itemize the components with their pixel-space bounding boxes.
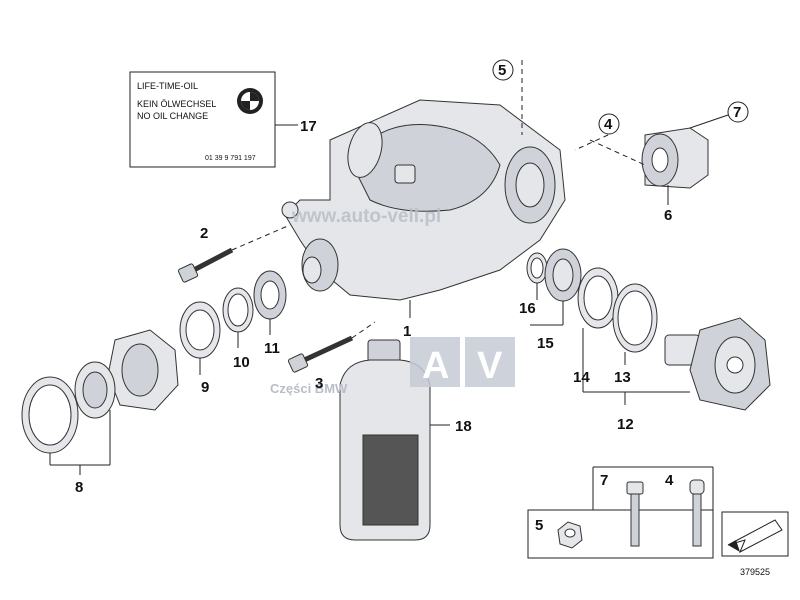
callout-2-top: 2: [200, 225, 208, 242]
sticker-line-1: LIFE-TIME-OIL: [137, 81, 198, 91]
callout-10: 10: [233, 354, 250, 371]
life-time-oil-sticker: LIFE-TIME-OIL KEIN ÖLWECHSEL NO OIL CHAN…: [129, 71, 298, 168]
callout-11: 11: [264, 340, 280, 357]
bolt-4: [689, 479, 705, 547]
oil-bottle-18: [339, 339, 450, 541]
callout-12: 12: [617, 416, 634, 433]
output-flange-12: [664, 317, 771, 411]
bolt-3: [287, 335, 354, 373]
callout-15: 15: [537, 335, 554, 352]
callout-7: 7: [733, 104, 741, 121]
bmw-roundel-logo: [237, 88, 263, 114]
callout-labels: 1 2 3 4 5 6 7 8 9 10 11 12 13 14 15 16 1…: [75, 59, 749, 496]
callout-14: 14: [573, 369, 590, 386]
callout-1: 1: [403, 323, 411, 340]
legend-label-5: 5: [535, 517, 543, 534]
callout-17: 17: [300, 118, 317, 135]
ring-9: [179, 301, 221, 359]
diagram-id: 379525: [740, 567, 770, 577]
callout-4: 4: [604, 116, 613, 133]
leader-lines: [49, 60, 729, 475]
sticker-line-2: KEIN ÖLWECHSEL: [137, 99, 216, 109]
watermark-letter-v: V: [477, 345, 503, 387]
input-flange: [21, 329, 179, 454]
watermark-url: www.auto-vell.pl: [291, 206, 441, 227]
ring-14: [577, 267, 619, 329]
bolt-7: [626, 481, 644, 547]
callout-8: 8: [75, 479, 83, 496]
shaft-seal-11: [253, 270, 287, 320]
callout-5: 5: [498, 62, 506, 79]
callout-13: 13: [614, 369, 631, 386]
arrow-symbol-icon: [721, 511, 789, 557]
ring-16: [526, 252, 548, 284]
callout-3: 3: [315, 375, 323, 392]
shaft-seal-15: [544, 248, 582, 302]
nut-5: [557, 521, 583, 549]
ring-10: [222, 287, 254, 333]
watermark-letter-a: A: [422, 345, 449, 387]
callout-6: 6: [664, 207, 672, 224]
legend-label-4: 4: [665, 472, 674, 489]
callout-9: 9: [201, 379, 209, 396]
callout-16: 16: [519, 300, 536, 317]
callout-18: 18: [455, 418, 472, 435]
watermark-brand: Części BMW: [270, 381, 348, 396]
sticker-line-3: NO OIL CHANGE: [137, 111, 208, 121]
hardware-legend: 5 7 4: [527, 466, 789, 559]
sleeve-6: [641, 127, 709, 189]
sticker-part-number: 01 39 9 791 197: [205, 155, 256, 162]
rear-axle-differential-housing: [281, 99, 566, 318]
legend-label-7: 7: [600, 472, 608, 489]
bolt-2: [177, 247, 234, 283]
ring-13: [612, 283, 658, 353]
